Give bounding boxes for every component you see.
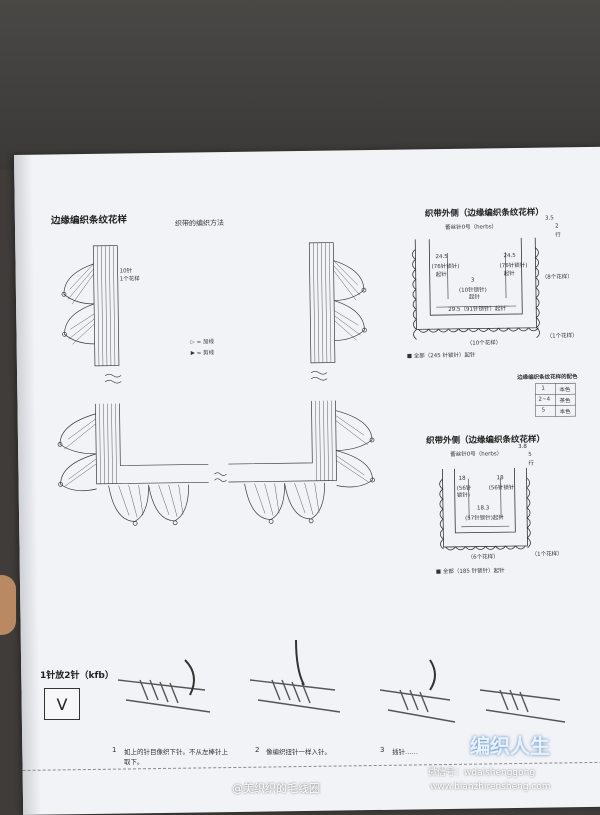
diagram2-needle: 蕾丝针0号（herbs） xyxy=(450,451,503,458)
weibo-watermark: @美织织的毛线圈 xyxy=(232,782,320,795)
diagram1-top-a: 3.5 xyxy=(544,215,554,222)
kfb-step1-number: 1 xyxy=(112,746,117,754)
desk-background xyxy=(0,0,600,170)
diagram1-title: 织带外侧（边缘编织条纹花样） xyxy=(424,207,544,220)
kfb-step3-number: 3 xyxy=(380,746,385,754)
color-row1-color: 本色 xyxy=(559,387,571,394)
diagram1-left-stitches: (76针锁针) xyxy=(431,263,460,271)
crochet-chart xyxy=(57,237,576,551)
diagram1-center-b: 29.5（91针锁针）起针 xyxy=(448,306,506,313)
diagram2-top-c: 行 xyxy=(528,460,534,467)
left-u-strip xyxy=(95,403,209,485)
diagram2-bottom-repeat: （6个花样） xyxy=(467,554,499,561)
url-watermark: www.bianzhirensheng.com xyxy=(430,782,551,792)
thumb xyxy=(0,575,16,635)
color-row1-rows: 1 xyxy=(541,385,545,392)
kfb-step2-text: 像编织扭针一样入针。 xyxy=(266,748,331,756)
diagram1-left-start: 起针 xyxy=(435,271,447,279)
diagram2-shape xyxy=(439,467,531,551)
diagram1-right-start: 起针 xyxy=(503,271,515,278)
diagram2-left-extra: 锁针) xyxy=(456,492,470,499)
diagram2-right-meas: 18 xyxy=(496,475,504,482)
color-row3-color: 本色 xyxy=(559,409,571,416)
diagram1-left-meas: 24.5 xyxy=(435,253,448,261)
diagram2-center: 18.3 xyxy=(476,505,490,512)
diagram1-center-a-start: 起针 xyxy=(468,294,481,301)
diagram2-center-sub: (57针锁针)起针 xyxy=(465,515,504,522)
diagram1-bottom-repeat: （10个花样） xyxy=(466,340,502,347)
diagram1-side-note: （8个花样） xyxy=(541,274,573,281)
diagram2-right-stitches: (56针锁针 xyxy=(488,485,515,492)
diagram2-top-b: 5 xyxy=(528,451,532,458)
right-u-strip xyxy=(228,400,337,483)
kfb-symbol-box: V xyxy=(44,688,80,720)
diagram2-title: 织带外侧（边缘编织条纹花样） xyxy=(425,434,546,447)
color-row3-rows: 5 xyxy=(541,407,546,414)
diagram2-left-meas: 18 xyxy=(458,475,466,482)
diagram1-center-a: 3 xyxy=(470,277,475,284)
diagram1-right-stitches: (76针锁针) xyxy=(499,262,528,270)
diagram1-needle: 蕾丝针0号（herbs） xyxy=(445,224,498,231)
brand-watermark: 编织人生 xyxy=(470,734,550,758)
color-row2-rows: 2~4 xyxy=(538,396,551,403)
wechat-watermark: 微信号：wdaishenggong xyxy=(428,768,536,778)
diagram1-shape xyxy=(412,237,540,340)
diagram1-corner-repeat: （1个花样） xyxy=(546,333,578,340)
color-table-grid xyxy=(534,382,576,417)
color-table-title: 边缘编织条纹花样的配色 xyxy=(517,374,578,381)
diagram1-top-b: 2 xyxy=(555,223,559,230)
book-page: 边缘编织条纹花样 织带的编织方法 10针 1个花样 ▷ = 加线 ▶ = 剪线 xyxy=(14,146,600,815)
diagram1-top-c: 行 xyxy=(555,232,561,239)
diagram1-right-meas: 24.5 xyxy=(503,253,516,260)
diagram2-top-a: 3.8 xyxy=(518,443,527,450)
kfb-step1-text: 如上的针目像织下针。不从左棒针上取下。 xyxy=(124,748,228,766)
diagram1-total: ■ 全部（245 针锁针）起针 xyxy=(406,352,476,360)
diagram2-total: ■ 全部（185 针锁针）起针 xyxy=(435,568,505,576)
diagram2-corner-repeat: （1个花样） xyxy=(531,551,563,558)
kfb-step2-number: 2 xyxy=(255,746,260,754)
kfb-step3-text: 插针…… xyxy=(392,748,418,756)
kfb-symbol: V xyxy=(56,694,68,714)
color-row2-color: 茶色 xyxy=(559,398,571,405)
kfb-title: 1针放2针（kfb） xyxy=(40,671,114,681)
